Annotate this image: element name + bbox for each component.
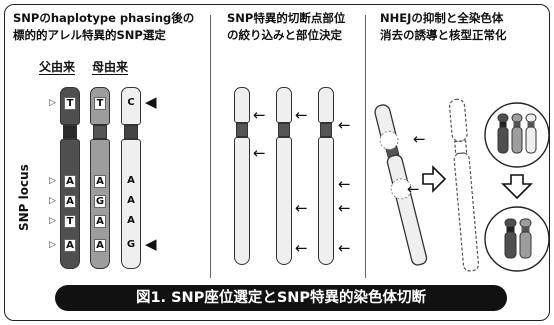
paternal-centromere bbox=[63, 125, 77, 139]
cut-site-arrow-icon: ← bbox=[295, 106, 308, 124]
selected-snp-pointer-icon: ◀ bbox=[145, 93, 157, 111]
paternal-allele-3: A bbox=[64, 195, 76, 208]
cut-site-arrow-icon: ← bbox=[338, 116, 351, 134]
aneuploid-chromosomes bbox=[497, 113, 537, 154]
candidate-chromosome-1-centromere bbox=[236, 123, 248, 137]
locus-marker-icon: ▷ bbox=[49, 176, 56, 186]
normal-karyotype-chromosomes bbox=[504, 218, 532, 259]
locus-marker-icon: ▷ bbox=[49, 240, 56, 250]
locus-marker-icon: ▷ bbox=[49, 216, 56, 226]
candidate-chromosome-2-q-arm bbox=[276, 137, 292, 265]
eliminated-chromosome bbox=[448, 98, 480, 272]
candidate-chromosome-1-p-arm bbox=[234, 87, 250, 123]
cut-site-arrow-icon: ← bbox=[253, 106, 266, 124]
snp-locus-label: SNP locus bbox=[17, 164, 31, 231]
panel2-title-line2: の絞り込みと部位決定 bbox=[227, 28, 342, 42]
selected-snp-pointer-icon: ◀ bbox=[145, 235, 157, 253]
cut-site-arrow-icon: ← bbox=[338, 239, 351, 257]
cut-site-arrow-icon: ← bbox=[295, 239, 308, 257]
cut-arrow-icon: ← bbox=[413, 130, 426, 148]
target-chromosome-q-arm bbox=[121, 139, 141, 269]
panel3-title-line2: 消去の誘導と核型正常化 bbox=[380, 28, 507, 42]
candidate-chromosome-2-centromere bbox=[278, 123, 290, 137]
panel-divider bbox=[210, 15, 211, 278]
panel2-title: SNP特異的切断点部位 の絞り込みと部位決定 bbox=[227, 10, 345, 44]
cut-chromosome bbox=[374, 104, 428, 266]
target-allele-4: A bbox=[127, 215, 135, 226]
candidate-chromosome-3-q-arm bbox=[318, 137, 334, 265]
locus-marker-icon: ▷ bbox=[49, 98, 56, 108]
panel-divider bbox=[365, 15, 366, 278]
maternal-allele-4: A bbox=[94, 215, 106, 228]
maternal-allele-5: A bbox=[94, 239, 106, 252]
cut-site-arrow-icon: ← bbox=[253, 144, 266, 162]
target-centromere bbox=[124, 125, 138, 139]
target-allele-5: G bbox=[126, 239, 136, 250]
target-allele-3: A bbox=[127, 195, 135, 206]
candidate-chromosome-3-centromere bbox=[320, 123, 332, 137]
cut-site-arrow-icon: ← bbox=[338, 175, 351, 193]
candidate-chromosome-1-q-arm bbox=[234, 137, 250, 265]
normalization-arrow-icon bbox=[501, 174, 533, 200]
panel1-title-line1: SNPのhaplotype phasing後の bbox=[13, 11, 195, 25]
paternal-allele-2: A bbox=[64, 175, 76, 188]
normalized-cell bbox=[484, 206, 549, 272]
paternal-label: 父由来 bbox=[39, 60, 76, 74]
paternal-allele-1: T bbox=[64, 97, 76, 110]
panel3-title-line1: NHEJの抑制と全染色体 bbox=[380, 11, 504, 25]
panel3-title: NHEJの抑制と全染色体 消去の誘導と核型正常化 bbox=[380, 10, 507, 44]
cut-arrow-icon: ← bbox=[407, 180, 420, 198]
cut-site-arrow-icon: ← bbox=[338, 199, 351, 217]
panel1-title-line2: 標的的アレル特異的SNP選定 bbox=[13, 28, 166, 42]
chromosome-elimination-illustration: ← ← bbox=[374, 98, 549, 272]
candidate-chromosome-2-p-arm bbox=[276, 87, 292, 123]
maternal-allele-2: A bbox=[94, 175, 106, 188]
maternal-allele-3: G bbox=[94, 195, 106, 208]
transition-arrow-icon bbox=[422, 165, 447, 193]
figure-caption: 図1. SNP座位選定とSNP特異的染色体切断 bbox=[55, 285, 507, 311]
target-allele-2: A bbox=[127, 175, 135, 186]
target-allele-1: C bbox=[127, 97, 135, 108]
maternal-centromere bbox=[93, 125, 107, 139]
cut-site-arrow-icon: ← bbox=[295, 199, 308, 217]
paternal-allele-5: A bbox=[64, 239, 76, 252]
target-chromosome-p-arm bbox=[121, 87, 141, 125]
figure-frame: SNPのhaplotype phasing後の 標的的アレル特異的SNP選定 父… bbox=[4, 4, 550, 321]
locus-marker-icon: ▷ bbox=[49, 196, 56, 206]
panel1-title: SNPのhaplotype phasing後の 標的的アレル特異的SNP選定 bbox=[13, 10, 194, 44]
panel2-title-line1: SNP特異的切断点部位 bbox=[227, 11, 346, 25]
maternal-label: 母由来 bbox=[92, 60, 129, 74]
candidate-chromosome-3-p-arm bbox=[318, 87, 334, 123]
paternal-allele-4: T bbox=[64, 215, 76, 228]
maternal-allele-1: T bbox=[94, 97, 106, 110]
